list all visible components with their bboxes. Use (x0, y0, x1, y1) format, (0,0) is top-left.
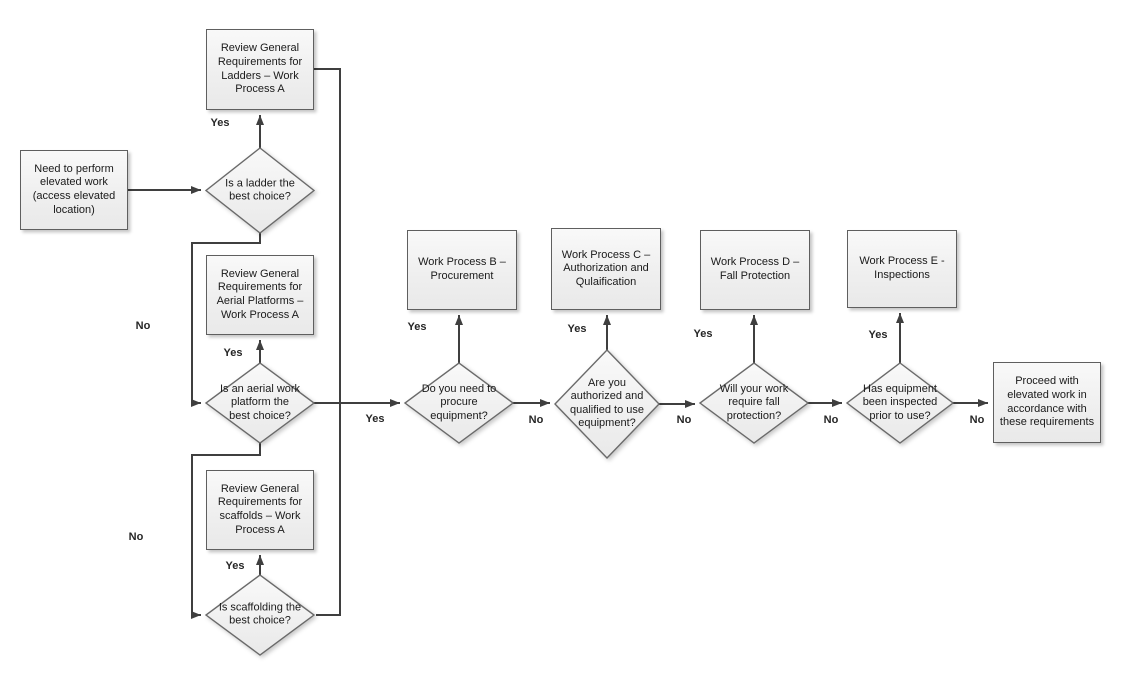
label-yes-authorized: Yes (567, 323, 587, 335)
node-proceed: Proceed with elevated work in accordance… (993, 362, 1101, 443)
label-yes-main: Yes (365, 413, 385, 425)
decision-scaffolding-shape (204, 574, 316, 656)
decision-aerial-label: Is an aerial work platform the best choi… (219, 382, 301, 422)
decision-procure-label: Do you need to procure equipment? (421, 382, 497, 422)
node-work-process-b: Work Process B – Procurement (407, 230, 517, 310)
node-work-process-c: Work Process C – Authorization and Qulai… (551, 228, 661, 310)
decision-ladder-shape (204, 147, 316, 234)
decision-inspected-label: Has equipment been inspected prior to us… (862, 382, 938, 422)
decision-procure-shape (403, 362, 515, 444)
label-no-fall: No (823, 414, 839, 426)
label-yes-fall: Yes (693, 328, 713, 340)
node-start: Need to perform elevated work (access el… (20, 150, 128, 230)
node-review-aerial: Review General Requirements for Aerial P… (206, 255, 314, 335)
decision-ladder-label: Is a ladder the best choice? (225, 177, 295, 203)
label-no-authorized: No (676, 414, 692, 426)
decision-authorized-shape (554, 348, 660, 460)
decision-scaffolding-label: Is scaffolding the best choice? (218, 601, 302, 627)
node-work-process-e: Work Process E - Inspections (847, 230, 957, 308)
label-no-inspected: No (969, 414, 985, 426)
decision-fall-label: Will your work require fall protection? (719, 382, 789, 422)
label-no-aerial: No (128, 531, 144, 543)
decision-inspected-shape (845, 362, 955, 444)
edge-ladder-no (191, 233, 261, 407)
node-review-ladders: Review General Requirements for Ladders … (206, 29, 314, 110)
label-yes-aerial: Yes (223, 347, 243, 359)
label-yes-procure: Yes (407, 321, 427, 333)
label-yes-scaffolding: Yes (225, 560, 245, 572)
node-review-scaffolds: Review General Requirements for scaffold… (206, 470, 314, 550)
label-no-ladder: No (135, 320, 151, 332)
label-yes-ladder: Yes (210, 117, 230, 129)
decision-authorized-label: Are you authorized and qualified to use … (570, 377, 644, 430)
decision-aerial-shape (204, 362, 316, 444)
edge-ladders-box-to-scaffolding (314, 68, 341, 616)
label-yes-inspected: Yes (868, 329, 888, 341)
decision-fall-shape (698, 362, 810, 444)
label-no-procure: No (528, 414, 544, 426)
edge-aerial-no (191, 443, 261, 619)
node-work-process-d: Work Process D – Fall Protection (700, 230, 810, 310)
